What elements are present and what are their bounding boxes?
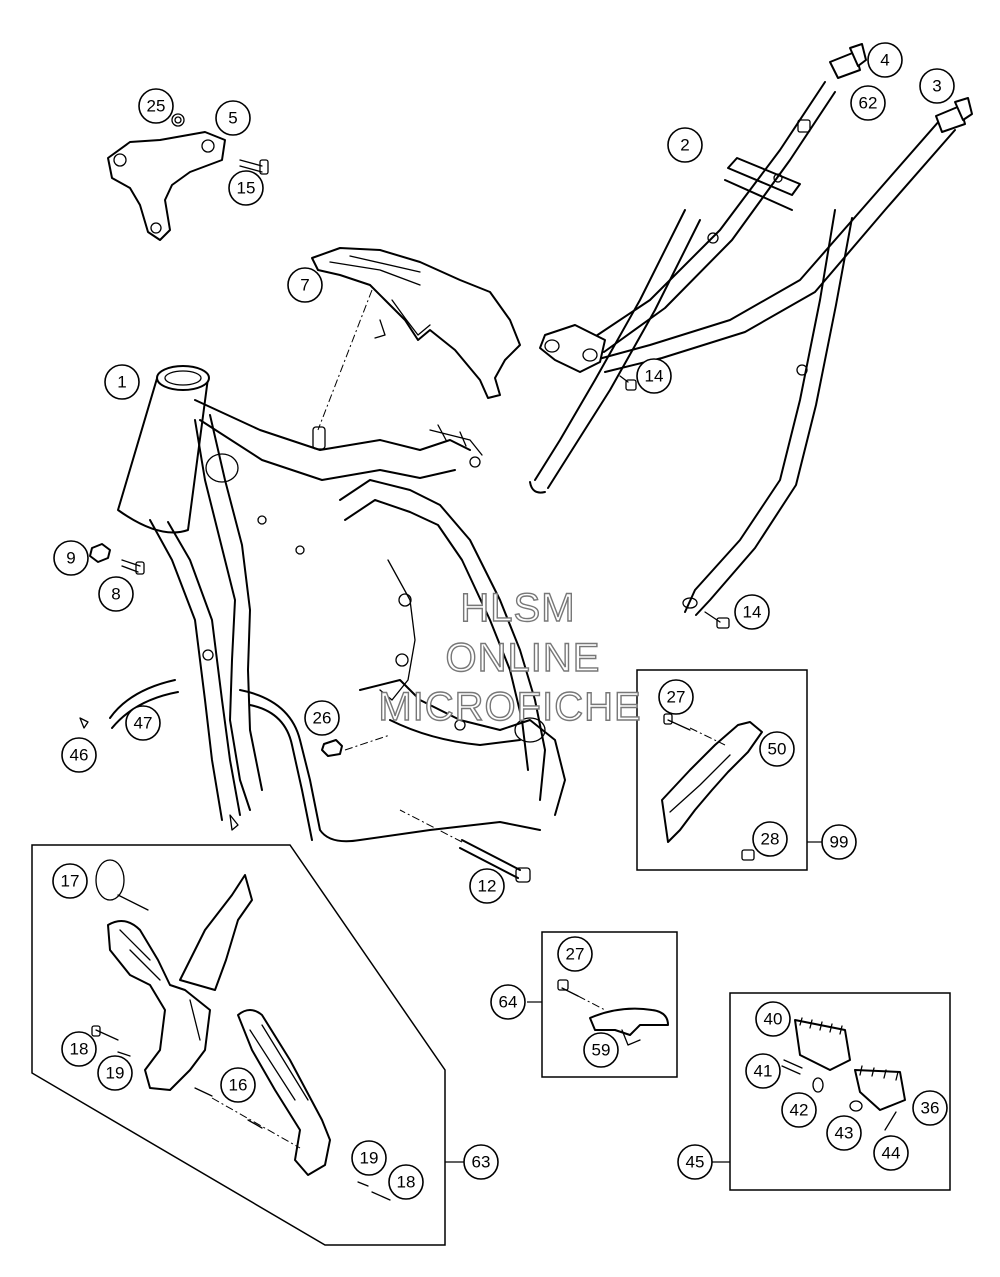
callout-9: 9 — [53, 540, 89, 576]
callout-label: 18 — [70, 1040, 89, 1059]
callout-47: 47 — [125, 705, 161, 741]
callout-label: 27 — [566, 945, 585, 964]
callout-16: 16 — [220, 1067, 256, 1103]
callout-17: 17 — [52, 863, 88, 899]
callout-label: 47 — [134, 714, 153, 733]
callout-label: 1 — [117, 373, 126, 392]
callout-label: 36 — [921, 1099, 940, 1118]
callout-43: 43 — [826, 1115, 862, 1151]
callout-99: 99 — [821, 824, 857, 860]
frame-guard-group — [31, 844, 465, 1246]
main-frame — [117, 365, 566, 843]
callout-label: 50 — [768, 740, 787, 759]
engine-mount-bracket — [107, 113, 269, 241]
callout-14-a: 14 — [636, 358, 672, 394]
callout-42: 42 — [781, 1092, 817, 1128]
callout-62: 62 — [850, 85, 886, 121]
callout-label: 8 — [111, 585, 120, 604]
callout-27-a: 27 — [658, 679, 694, 715]
callout-label: 5 — [228, 109, 237, 128]
callout-50: 50 — [759, 731, 795, 767]
callout-label: 19 — [106, 1064, 125, 1083]
callout-18-b: 18 — [388, 1164, 424, 1200]
frame-cap-3 — [935, 97, 973, 133]
callout-label: 40 — [764, 1010, 783, 1029]
footpeg-group — [712, 992, 951, 1191]
callout-2: 2 — [667, 127, 703, 163]
callout-label: 26 — [313, 709, 332, 728]
callout-28: 28 — [752, 821, 788, 857]
callout-12: 12 — [469, 868, 505, 904]
callout-label: 41 — [754, 1062, 773, 1081]
callout-label: 4 — [880, 51, 889, 70]
watermark-line-3: MICROFICHE — [378, 685, 641, 729]
callout-44: 44 — [873, 1135, 909, 1171]
watermark-line-1: HLSM — [460, 586, 575, 630]
callout-label: 16 — [229, 1076, 248, 1095]
chain-guide-group — [636, 669, 822, 871]
callout-label: 44 — [882, 1144, 901, 1163]
callout-label: 19 — [360, 1149, 379, 1168]
callout-40: 40 — [755, 1001, 791, 1037]
callout-label: 59 — [592, 1041, 611, 1060]
callout-label: 99 — [830, 833, 849, 852]
callout-4: 4 — [867, 42, 903, 78]
callout-label: 9 — [66, 549, 75, 568]
callout-label: 14 — [645, 367, 664, 386]
callout-label: 64 — [499, 993, 518, 1012]
callout-25: 25 — [138, 88, 174, 124]
callout-64: 64 — [490, 984, 526, 1020]
callout-59: 59 — [583, 1032, 619, 1068]
callout-label: 28 — [761, 830, 780, 849]
callout-5: 5 — [215, 100, 251, 136]
callout-15: 15 — [228, 170, 264, 206]
callout-14-b: 14 — [734, 594, 770, 630]
callout-label: 2 — [680, 136, 689, 155]
callout-45: 45 — [677, 1144, 713, 1180]
callout-26: 26 — [304, 700, 340, 736]
callout-1: 1 — [104, 364, 140, 400]
callout-label: 12 — [478, 877, 497, 896]
callout-label: 25 — [147, 97, 166, 116]
callout-label: 62 — [859, 94, 878, 113]
callout-18-a: 18 — [61, 1031, 97, 1067]
callout-36: 36 — [912, 1090, 948, 1126]
watermark-line-2: ONLINE — [446, 636, 601, 680]
callout-63: 63 — [463, 1144, 499, 1180]
callout-8: 8 — [98, 576, 134, 612]
callout-label: 46 — [70, 746, 89, 765]
callout-3: 3 — [919, 68, 955, 104]
callout-19-a: 19 — [97, 1055, 133, 1091]
callout-19-b: 19 — [351, 1140, 387, 1176]
callout-27-b: 27 — [557, 936, 593, 972]
callout-label: 42 — [790, 1101, 809, 1120]
chain-slider-group — [527, 931, 678, 1078]
callout-label: 63 — [472, 1153, 491, 1172]
callout-label: 17 — [61, 872, 80, 891]
callout-label: 27 — [667, 688, 686, 707]
callout-label: 15 — [237, 179, 256, 198]
callout-label: 18 — [397, 1173, 416, 1192]
callout-label: 7 — [300, 276, 309, 295]
callout-label: 14 — [743, 603, 762, 622]
callout-7: 7 — [287, 267, 323, 303]
upper-mount-plate — [311, 247, 521, 450]
watermark: HLSM ONLINE MICROFICHE — [378, 585, 642, 729]
callout-label: 3 — [932, 77, 941, 96]
loose-hardware — [79, 543, 531, 883]
rear-subframe — [529, 43, 973, 629]
frame-cap-4 — [829, 43, 867, 79]
callout-label: 45 — [686, 1153, 705, 1172]
callout-46: 46 — [61, 737, 97, 773]
callout-41: 41 — [745, 1053, 781, 1089]
callout-label: 43 — [835, 1124, 854, 1143]
